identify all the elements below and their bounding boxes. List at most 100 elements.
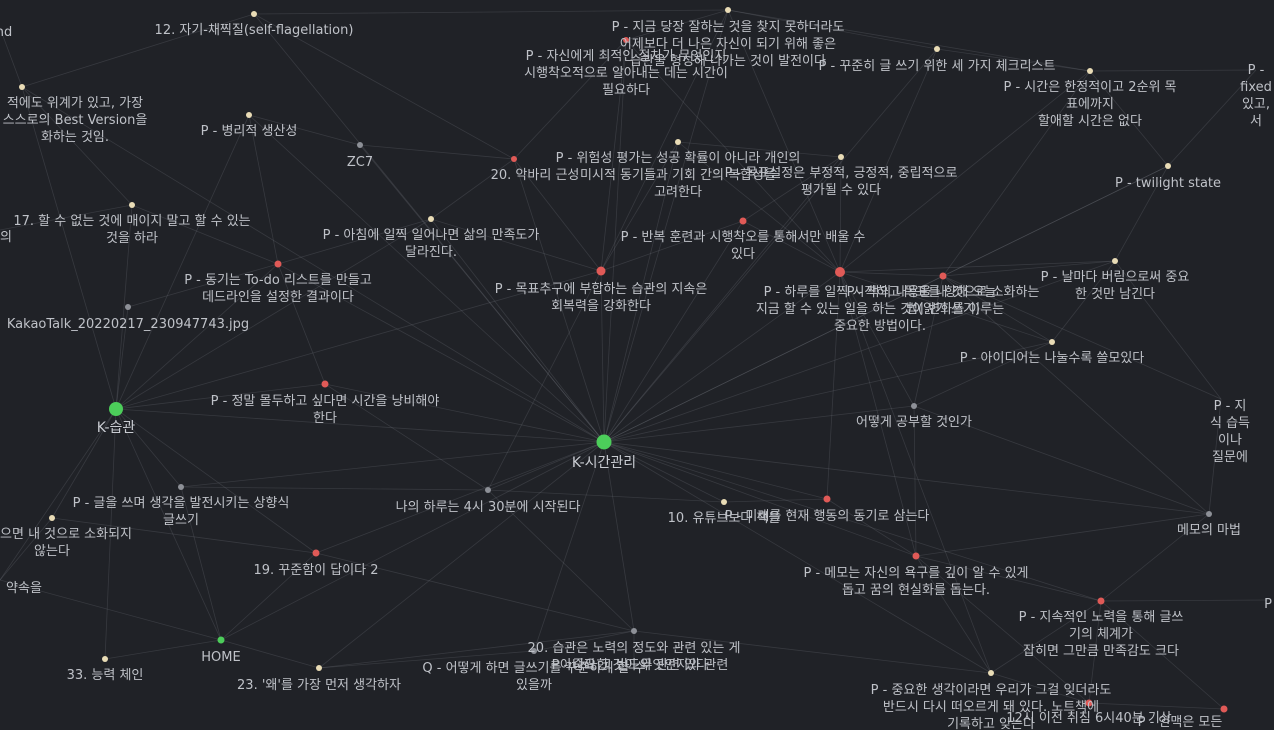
graph-node-label[interactable]: P - 중요한 것이 무엇인지와 관련 [551, 658, 729, 673]
graph-node-label[interactable]: HOME [201, 650, 241, 665]
graph-nodes[interactable] [19, 7, 1228, 713]
graph-node-label[interactable]: P - 정말 몰두하고 싶다면 시간을 낭비해야 한다 [210, 394, 440, 426]
graph-node-label[interactable]: P - 꾸준히 글 쓰기 위한 세 가지 체크리스트 [818, 59, 1056, 74]
graph-node-dot[interactable] [511, 156, 517, 162]
graph-node-label[interactable]: P - 목표설정은 부정적, 긍정적, 중립적으로 평가될 수 있다 [724, 166, 958, 198]
graph-edge [318, 630, 635, 669]
graph-node-dot[interactable] [125, 304, 131, 310]
graph-node-dot[interactable] [1097, 597, 1105, 605]
graph-node-label[interactable]: P - fixed 있고, 서 [1240, 63, 1272, 129]
graph-node-dot[interactable] [1206, 511, 1212, 517]
graph-node-label[interactable]: P - 아침에 일찍 일어나면 삶의 만족도가 달라진다. [322, 228, 540, 260]
graph-node-dot[interactable] [321, 380, 329, 388]
graph-node-dot[interactable] [251, 11, 257, 17]
graph-node-label[interactable]: 10. 유튜브보다 책을 [667, 511, 781, 526]
graph-node-label[interactable]: KakaoTalk_20220217_230947743.jpg [6, 317, 250, 332]
graph-node-dot[interactable] [246, 112, 252, 118]
graph-node-dot[interactable] [623, 37, 629, 43]
graph-node-label[interactable]: P - 날마다 버림으로써 중요한 것만 남긴다 [1040, 270, 1190, 302]
graph-node-dot[interactable] [217, 636, 225, 644]
graph-node-label[interactable]: 의 [0, 230, 12, 245]
graph-node-label[interactable]: 12. 자기-채찍질(self-flagellation) [154, 23, 354, 38]
graph-node-dot[interactable] [631, 628, 637, 634]
graph-node-label[interactable]: P - 자신에게 최적인 절차가 무엇인지 시행착오적으로 알아내는 데는 시간… [524, 49, 728, 98]
graph-node-label[interactable]: 12시 이전 취침 6시40분 기상 [1006, 711, 1172, 726]
graph-node-label[interactable]: P - 지속적인 노력을 통해 글쓰기의 체계가 잡히면 그만큼 만족감도 크다 [1018, 610, 1184, 659]
graph-node-dot[interactable] [912, 552, 920, 560]
graph-node-label[interactable]: ZC7 [346, 155, 374, 170]
graph-node-dot[interactable] [823, 495, 831, 503]
graph-node-dot[interactable] [19, 84, 25, 90]
graph-node-label[interactable]: P - 아이디어는 나눌수록 쓸모있다 [959, 351, 1145, 366]
graph-node-label[interactable]: 적에도 위계가 있고, 가장 스스로의 Best Version을 화하는 것임… [2, 96, 148, 145]
graph-node-dot[interactable] [129, 202, 135, 208]
graph-node-label[interactable]: P - 인맥은 모든 네트워크의 핵 [1137, 715, 1223, 730]
graph-node-dot[interactable] [1165, 163, 1171, 169]
graph-node-label[interactable]: P - 반복 훈련과 시행착오를 통해서만 배울 수 있다 [620, 230, 866, 262]
graph-node-label[interactable]: P - 동기는 To-do 리스트를 만들고 데드라인을 설정한 결과이다 [184, 273, 372, 305]
graph-node-label[interactable]: P - 미래를 현재 행동의 동기로 삼는다 [724, 509, 930, 524]
graph-node-label[interactable]: nd [0, 25, 13, 40]
graph-node-label[interactable]: P - 위험성 평가는 성공 확률이 아니라 개인의 미시적 동기들과 기회 간… [555, 151, 801, 200]
graph-node-label[interactable]: 33. 능력 체인 [66, 668, 144, 683]
graph-edge [180, 486, 489, 491]
graph-node-dot[interactable] [1220, 705, 1228, 713]
graph-node-label[interactable]: 메모의 마법 [1177, 523, 1241, 538]
graph-node-dot[interactable] [1112, 258, 1118, 264]
graph-node-dot[interactable] [531, 648, 537, 654]
graph-node-dot[interactable] [835, 267, 845, 277]
graph-node-label[interactable]: 20. 악바리 근성 [490, 168, 580, 183]
graph-node-label[interactable]: P - 지금 당장 잘하는 것을 찾지 못하더라도 어제보다 더 나은 자신이 … [611, 20, 845, 69]
graph-node-dot[interactable] [1085, 699, 1093, 707]
graph-node-dot[interactable] [109, 402, 123, 416]
graph-node-label[interactable]: K-시간관리 [571, 455, 637, 471]
graph-node-dot[interactable] [316, 665, 322, 671]
graph-node-dot[interactable] [312, 549, 320, 557]
graph-node-label[interactable]: P - twilight state [1115, 176, 1222, 191]
graph-node-label[interactable]: 19. 꾸준함이 답이다 2 [253, 563, 379, 578]
graph-node-label[interactable]: K-습관 [96, 420, 136, 436]
graph-node-dot[interactable] [428, 216, 434, 222]
graph-node-dot[interactable] [739, 217, 747, 225]
graph-node-label[interactable]: P - 병리적 생산성 [200, 124, 298, 139]
graph-node-label[interactable]: P - 중요한 생각이라면 우리가 그걸 잊더라도 반드시 다시 떠오르게 돼 … [870, 683, 1112, 730]
graph-node-dot[interactable] [357, 142, 363, 148]
graph-node-label[interactable]: P - 하루를 일찍 시작하고 목표를 향해 오늘 지금 할 수 있는 일을 하… [755, 285, 1005, 334]
graph-node-dot[interactable] [596, 434, 612, 450]
graph-node-dot[interactable] [934, 46, 940, 52]
graph-node-dot[interactable] [911, 403, 917, 409]
graph-node-dot[interactable] [49, 515, 55, 521]
graph-node-label[interactable]: 지 않으면 내 것으로 소화되지 않는다 [0, 527, 133, 559]
graph-node-label[interactable]: P - 글을 쓰며 생각을 발전시키는 상향식 글쓰기 [72, 496, 290, 528]
graph-node-dot[interactable] [1087, 68, 1093, 74]
graph-node-label[interactable]: 어떻게 공부할 것인가 [856, 415, 972, 430]
graph-node-label[interactable]: Q - 어떻게 하면 글쓰기를 꾸준하게 할 수 있을까 [422, 661, 646, 693]
graph-node-dot[interactable] [988, 670, 994, 676]
graph-node-dot[interactable] [596, 266, 606, 276]
graph-node-dot[interactable] [274, 260, 282, 268]
graph-edges [0, 9, 1269, 710]
graph-node-label[interactable]: 17. 할 수 없는 것에 매이지 말고 할 수 있는 것을 하라 [13, 214, 251, 246]
graph-node-dot[interactable] [721, 499, 727, 505]
graph-node-label[interactable]: P [1264, 597, 1272, 612]
graph-node-label[interactable]: P - 책의 내용을 내 것으로 소화하는 법(읽기 쓰기) [846, 285, 1040, 317]
graph-node-dot[interactable] [838, 154, 844, 160]
graph-node-label[interactable]: 23. '왜'를 가장 먼저 생각하자 [237, 678, 401, 693]
graph-node-label[interactable]: P - 목표추구에 부합하는 습관의 지속은 회복력을 강화한다 [494, 282, 708, 314]
graph-node-dot[interactable] [939, 272, 947, 280]
graph-node-dot[interactable] [675, 139, 681, 145]
graph-node-dot[interactable] [725, 7, 731, 13]
graph-node-label[interactable]: P - 시간은 한정적이고 2순위 목표에까지 할애할 시간은 없다 [1003, 80, 1177, 129]
graph-node-label[interactable]: 나의 하루는 4시 30분에 시작된다 [395, 500, 581, 515]
graph-node-dot[interactable] [1049, 339, 1055, 345]
graph-node-label[interactable]: 약속을 [6, 581, 42, 596]
graph-edge [253, 13, 515, 160]
graph-node-dot[interactable] [485, 487, 491, 493]
graph-node-label[interactable]: P - 메모는 자신의 욕구를 깊이 알 수 있게 돕고 꿈의 현실화를 돕는다… [803, 566, 1029, 598]
graph-node-dot[interactable] [178, 484, 184, 490]
graph-node-dot[interactable] [102, 656, 108, 662]
graph-node-label[interactable]: 20. 습관은 노력의 정도와 관련 있는 게 아니라 그 빈도와 관련 있다 [527, 641, 741, 673]
graph-node-label[interactable]: P - 지식 습득이나 질문에 [1209, 399, 1250, 465]
